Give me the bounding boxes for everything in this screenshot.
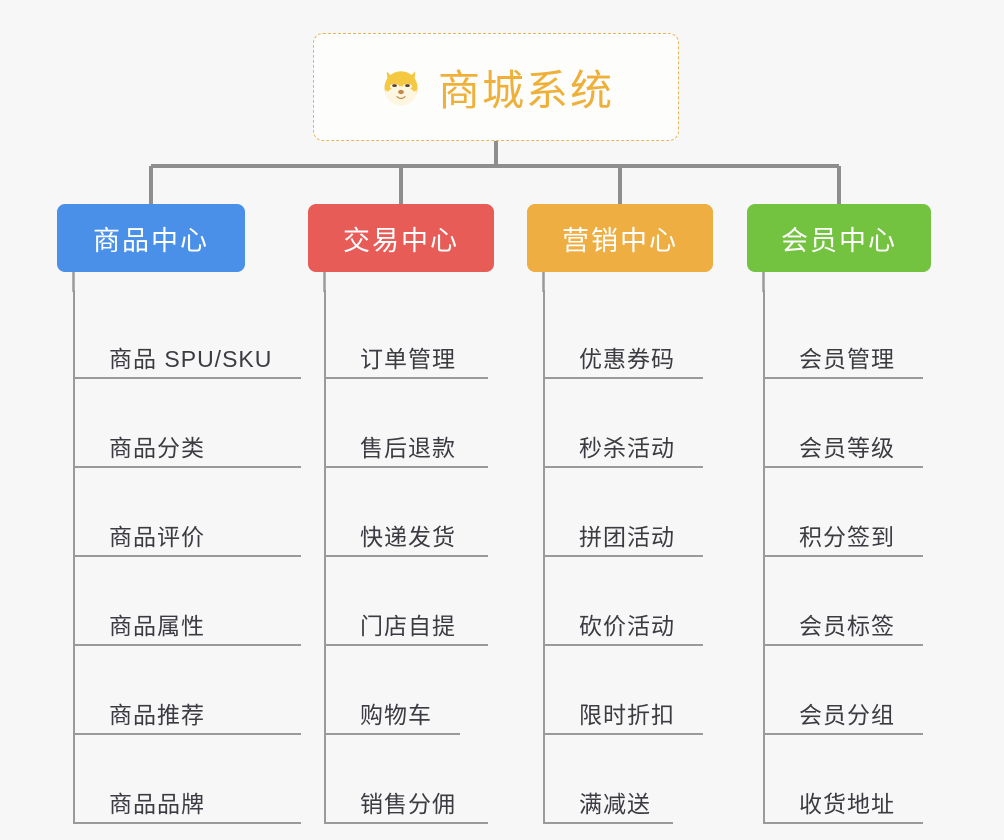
leaf-label: 拼团活动 [579,524,675,551]
list-item[interactable]: 订单管理 [326,290,488,379]
leaf-label: 秒杀活动 [579,435,675,462]
leaf-label: 优惠券码 [579,346,675,373]
list-item[interactable]: 商品 SPU/SKU [75,290,301,379]
list-item[interactable]: 会员分组 [765,646,923,735]
list-item[interactable]: 会员管理 [765,290,923,379]
leaf-list-1: 订单管理 售后退款 快递发货 门店自提 购物车 销售分佣 [324,290,488,824]
list-item[interactable]: 秒杀活动 [545,379,703,468]
list-item[interactable]: 积分签到 [765,468,923,557]
list-item[interactable]: 售后退款 [326,379,488,468]
branch-column-2: 营销中心 优惠券码 秒杀活动 拼团活动 砍价活动 限时折扣 满减送 [527,204,713,824]
branch-header-1[interactable]: 交易中心 [308,204,494,272]
leaf-label: 商品品牌 [109,791,205,818]
list-item[interactable]: 优惠券码 [545,290,703,379]
leaf-label: 会员管理 [799,346,895,373]
list-item[interactable]: 商品分类 [75,379,301,468]
root-node[interactable]: 商城系统 [313,33,679,141]
leaf-label: 砍价活动 [579,613,675,640]
list-item[interactable]: 收货地址 [765,735,923,824]
list-item[interactable]: 销售分佣 [326,735,488,824]
leaf-label: 商品属性 [109,613,205,640]
branch-column-0: 商品中心 商品 SPU/SKU 商品分类 商品评价 商品属性 商品推荐 商品品牌 [57,204,301,824]
root-title: 商城系统 [437,66,614,114]
list-item[interactable]: 限时折扣 [545,646,703,735]
list-item[interactable]: 商品评价 [75,468,301,557]
leaf-label: 积分签到 [799,524,895,551]
leaf-label: 满减送 [579,791,651,818]
leaf-list-3: 会员管理 会员等级 积分签到 会员标签 会员分组 收货地址 [763,290,923,824]
list-item[interactable]: 门店自提 [326,557,488,646]
leaf-label: 限时折扣 [579,702,675,729]
branch-header-0[interactable]: 商品中心 [57,204,245,272]
branch-column-1: 交易中心 订单管理 售后退款 快递发货 门店自提 购物车 销售分佣 [308,204,494,824]
list-item[interactable]: 商品推荐 [75,646,301,735]
leaf-label: 售后退款 [360,435,456,462]
leaf-label: 销售分佣 [360,791,456,818]
branch-header-3[interactable]: 会员中心 [747,204,931,272]
leaf-label: 订单管理 [360,346,456,373]
leaf-list-2: 优惠券码 秒杀活动 拼团活动 砍价活动 限时折扣 满减送 [543,290,703,824]
branch-column-3: 会员中心 会员管理 会员等级 积分签到 会员标签 会员分组 收货地址 [747,204,931,824]
list-item[interactable]: 拼团活动 [545,468,703,557]
list-item[interactable]: 会员等级 [765,379,923,468]
list-item[interactable]: 会员标签 [765,557,923,646]
list-item[interactable]: 商品品牌 [75,735,301,824]
shiba-inu-face-icon [378,64,424,110]
leaf-list-0: 商品 SPU/SKU 商品分类 商品评价 商品属性 商品推荐 商品品牌 [73,290,301,824]
leaf-label: 商品分类 [109,435,205,462]
leaf-label: 商品 SPU/SKU [109,346,273,373]
list-item[interactable]: 购物车 [326,646,460,735]
leaf-label: 会员标签 [799,613,895,640]
leaf-label: 门店自提 [360,613,456,640]
list-item[interactable]: 满减送 [545,735,673,824]
branch-header-2[interactable]: 营销中心 [527,204,713,272]
leaf-label: 收货地址 [799,791,895,818]
leaf-label: 商品评价 [109,524,205,551]
leaf-label: 会员分组 [799,702,895,729]
list-item[interactable]: 快递发货 [326,468,488,557]
leaf-label: 购物车 [360,702,432,729]
leaf-label: 会员等级 [799,435,895,462]
list-item[interactable]: 商品属性 [75,557,301,646]
leaf-label: 商品推荐 [109,702,205,729]
list-item[interactable]: 砍价活动 [545,557,703,646]
leaf-label: 快递发货 [360,524,456,551]
